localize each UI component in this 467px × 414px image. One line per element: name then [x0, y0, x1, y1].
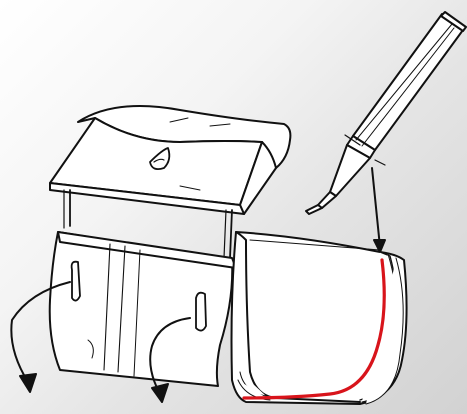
- caulk-nozzle-tip: [306, 205, 322, 214]
- arrow-down-icon: [372, 168, 385, 252]
- caulk-tube: [306, 12, 466, 214]
- gutter-panel-left: [50, 232, 236, 386]
- gutter-section: [232, 232, 407, 404]
